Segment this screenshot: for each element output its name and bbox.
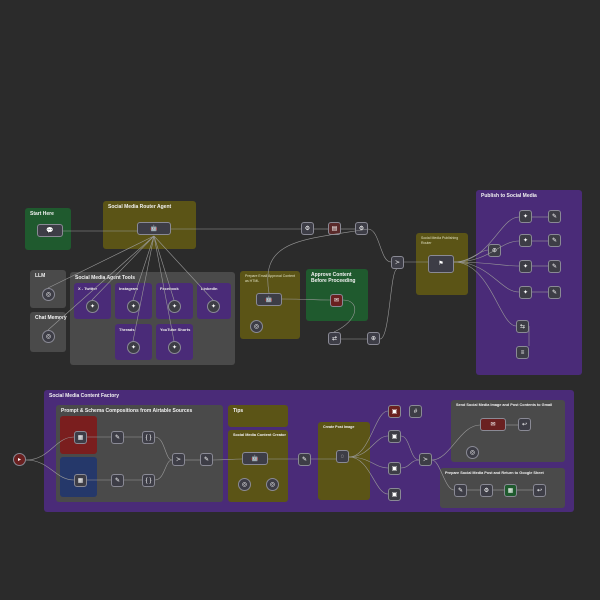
content-creator-agent-node[interactable]: 🤖 (242, 452, 268, 465)
publish-x-edit[interactable]: ✎ (548, 210, 561, 223)
tool-node-facebook[interactable]: ✦ (168, 300, 181, 313)
post-return-node[interactable]: ↩ (533, 484, 546, 497)
json-schema-node[interactable]: { } (142, 474, 155, 487)
code-node[interactable]: ⚙ (355, 222, 368, 235)
content-creator-sticky[interactable]: Social Media Content Creator (228, 430, 288, 502)
openai-image-node[interactable]: ◌ (336, 450, 349, 463)
tool-node-youtube[interactable]: ✦ (168, 341, 181, 354)
content-creator-title: Social Media Content Creator (233, 433, 286, 437)
tool-facebook-label: Facebook (160, 286, 179, 291)
creator-llm-node[interactable]: ◎ (238, 478, 251, 491)
publishing-router-title: Social Media Publishing Router (421, 236, 459, 245)
publish-instagram-node[interactable]: ✦ (519, 234, 532, 247)
image-hash-node[interactable]: # (409, 405, 422, 418)
llm-node[interactable]: ◎ (42, 288, 55, 301)
fetch-content-node[interactable]: ▤ (328, 222, 341, 235)
prepare-post-title: Prepare Social Media Post and Return to … (445, 471, 544, 475)
publish-facebook-node[interactable]: ✦ (519, 260, 532, 273)
memory-node[interactable]: ◎ (42, 330, 55, 343)
approve-content-title: Approve Content Before Proceeding (311, 272, 356, 284)
tool-x-twitter-label: X - Twitter (78, 286, 98, 291)
tips-title: Tips (233, 408, 244, 414)
tool-threads-label: Threads (119, 327, 135, 332)
publish-threads-node[interactable]: ⇆ (516, 320, 529, 333)
execute-trigger-node[interactable]: ▸ (13, 453, 26, 466)
tool-node-threads[interactable]: ✦ (127, 341, 140, 354)
create-image-title: Create Post Image (323, 425, 355, 429)
merge-prompts-node[interactable]: ≻ (172, 453, 185, 466)
html-llm-node[interactable]: ◎ (250, 320, 263, 333)
router-agent-node[interactable]: 🤖 (137, 222, 171, 235)
publish-linkedin-node[interactable]: ✦ (519, 286, 532, 299)
publish-x-node[interactable]: ✦ (519, 210, 532, 223)
image-upload-4[interactable]: ▣ (388, 488, 401, 501)
set-prompt-node[interactable]: ✎ (111, 431, 124, 444)
tool-linkedin-label: LinkedIn (201, 286, 218, 291)
post-code-node[interactable]: ⚙ (480, 484, 493, 497)
tool-node-linkedin[interactable]: ✦ (207, 300, 220, 313)
tips-sticky[interactable]: Tips (228, 405, 288, 427)
combine-node[interactable]: ✎ (200, 453, 213, 466)
start-here-title: Start Here (30, 211, 54, 217)
gmail-llm-node[interactable]: ◎ (466, 446, 479, 459)
chat-trigger-node[interactable]: 💬 (37, 224, 63, 237)
image-merge-node[interactable]: ≻ (419, 453, 432, 466)
llm-title: LLM (35, 273, 46, 279)
tool-node-x[interactable]: ✦ (86, 300, 99, 313)
publish-li-edit[interactable]: ✎ (548, 286, 561, 299)
switch-node[interactable]: ≻ (391, 256, 404, 269)
tool-youtube-shorts-label: YouTube Shorts (160, 327, 191, 332)
publish-title: Publish to Social Media (481, 193, 537, 199)
post-sheets-node[interactable]: ▦ (504, 484, 517, 497)
creator-tool-node[interactable]: ◎ (266, 478, 279, 491)
set-schema-node[interactable]: ✎ (111, 474, 124, 487)
html-generator-node[interactable]: 🤖 (256, 293, 282, 306)
factory-title: Social Media Content Factory (49, 393, 120, 399)
airtable-schema-node[interactable]: ▦ (74, 474, 87, 487)
publish-fb-edit[interactable]: ✎ (548, 260, 561, 273)
memory-title: Chat Memory (35, 315, 67, 321)
tool-instagram-label: Instagram (119, 286, 139, 291)
tool-node-instagram[interactable]: ✦ (127, 300, 140, 313)
publish-ig-edit[interactable]: ✎ (548, 234, 561, 247)
publishing-switch-node[interactable]: ⚑ (428, 255, 454, 273)
gmail-approval-node[interactable]: ✉ (330, 294, 343, 307)
image-upload-3[interactable]: ▣ (388, 462, 401, 475)
image-upload-1[interactable]: ▣ (388, 405, 401, 418)
edit-fields-node[interactable]: ✎ (298, 453, 311, 466)
merge-node[interactable]: ⊕ (367, 332, 380, 345)
gmail-end-node[interactable]: ↩ (518, 418, 531, 431)
json-prompt-node[interactable]: { } (142, 431, 155, 444)
email-results-title: Send Social Media Image and Post Content… (456, 403, 553, 407)
image-upload-2[interactable]: ▣ (388, 430, 401, 443)
airtable-prompt-node[interactable]: ▦ (74, 431, 87, 444)
router-agent-title: Social Media Router Agent (108, 204, 172, 210)
agent-tools-title: Social Media Agent Tools (75, 275, 136, 281)
post-edit-node[interactable]: ✎ (454, 484, 467, 497)
prepare-email-title: Prepare Email Approval Content as HTML (245, 274, 295, 283)
prompt-schema-title: Prompt & Schema Compositions from Airtab… (61, 408, 193, 414)
publish-rewrite-node[interactable]: ≡ (516, 346, 529, 359)
approved-if-node[interactable]: ⇄ (328, 332, 341, 345)
gmail-send-node[interactable]: ✉ (480, 418, 506, 431)
extract-node[interactable]: ⚙ (301, 222, 314, 235)
